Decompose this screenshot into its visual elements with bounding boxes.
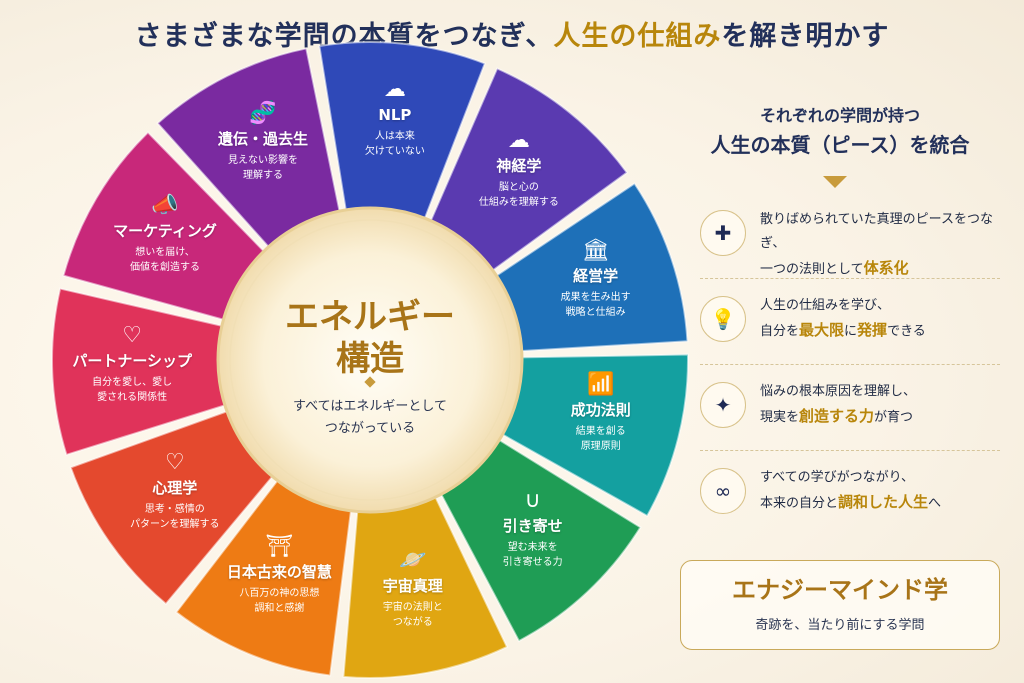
segment-title: パートナーシップ bbox=[72, 352, 193, 371]
benefit-line2-mid: に bbox=[844, 324, 858, 339]
segment-description: 見えない影響を 理解する bbox=[227, 155, 298, 182]
divider bbox=[700, 450, 1000, 451]
benefit-highlight-2: 発揮 bbox=[857, 321, 888, 339]
segment-title: 日本古来の智慧 bbox=[226, 563, 332, 582]
benefit-line1: 悩みの根本原因を理解し、 bbox=[760, 384, 917, 399]
divider bbox=[700, 278, 1000, 279]
segment-description: 成果を生み出す 戦略と仕組み bbox=[560, 292, 631, 319]
torii-icon: ⛩ bbox=[265, 534, 294, 560]
brain-icon: ☁ bbox=[507, 128, 530, 154]
segment-description: 宇宙の法則と つながる bbox=[382, 602, 443, 629]
segment-label: 📣 マーケティング想いを届け、 価値を創造する bbox=[100, 193, 230, 275]
brand-box bbox=[680, 560, 1000, 650]
segment-label: 🪐 宇宙真理宇宙の法則と つながる bbox=[348, 548, 478, 630]
headline-part3: を解き明かす bbox=[721, 21, 890, 52]
divider bbox=[700, 364, 1000, 365]
headline-highlight: 人生の仕組み bbox=[553, 21, 722, 52]
couple-heart-icon: ♡ bbox=[122, 323, 143, 349]
segment-description: 結果を創る 原理原則 bbox=[575, 426, 626, 453]
right-panel-heading: それぞれの学問が持つ 人生の本質（ピース）を統合 bbox=[680, 104, 1000, 162]
brain-icon: ☁ bbox=[383, 77, 406, 103]
segment-description: 人は本来 欠けていない bbox=[364, 131, 425, 158]
benefit-line1: 散りばめられていた真理のピースをつなぎ、 bbox=[760, 212, 993, 251]
benefit-line2: 自分を bbox=[760, 324, 800, 339]
segment-title: 心理学 bbox=[152, 479, 198, 498]
benefit-highlight: 体系化 bbox=[863, 259, 909, 277]
brand-tagline: 奇跡を、当たり前にする学問 bbox=[755, 618, 925, 633]
center-circle bbox=[216, 206, 524, 514]
segment-title: 神経学 bbox=[496, 157, 542, 176]
center-sub-line1: すべてはエネルギーとして bbox=[293, 399, 447, 414]
segment-description: 八百万の神の思想 調和と感謝 bbox=[239, 588, 320, 615]
right-heading-line2: 人生の本質（ピース）を統合 bbox=[710, 133, 970, 157]
infinity-icon: ∞ bbox=[700, 468, 746, 514]
segment-title: マーケティング bbox=[113, 222, 217, 241]
segment-description: 想いを届け、 価値を創造する bbox=[130, 247, 201, 274]
benefit-item: ∞ すべての学びがつながり、 本来の自分と調和した人生へ bbox=[700, 462, 1010, 522]
bank-icon: 🏛 bbox=[581, 238, 610, 264]
benefit-line2: 本来の自分と bbox=[760, 496, 839, 511]
benefit-highlight: 調和した人生 bbox=[838, 493, 929, 511]
segment-label: ♡ 心理学思考・感情の パターンを理解する bbox=[110, 450, 240, 532]
segment-title: 引き寄せ bbox=[502, 516, 563, 535]
segment-label: ♡ パートナーシップ自分を愛し、愛し 愛される関係性 bbox=[67, 323, 197, 405]
benefit-line2: 一つの法則として bbox=[760, 262, 864, 277]
center-ring bbox=[229, 219, 511, 501]
segment-label: 🏛 経営学成果を生み出す 戦略と仕組み bbox=[531, 238, 661, 320]
lightbulb-icon: 💡 bbox=[700, 296, 746, 342]
puzzle-icon: ✚ bbox=[700, 210, 746, 256]
segment-description: 望む未来を 引き寄せる力 bbox=[502, 541, 563, 568]
brand-title: エナジーマインド学 bbox=[732, 575, 948, 604]
center-title-line1: エネルギー bbox=[285, 297, 455, 337]
growth-chart-icon: 📶 bbox=[587, 372, 615, 398]
center-title: エネルギー 構造 bbox=[245, 296, 495, 380]
mind-heart-icon: ♡ bbox=[164, 450, 185, 476]
segment-title: 成功法則 bbox=[570, 401, 631, 420]
star-person-icon: ✦ bbox=[700, 382, 746, 428]
magnet-icon: ∪ bbox=[524, 487, 541, 513]
segment-description: 脳と心の 仕組みを理解する bbox=[478, 182, 559, 209]
segment-label: ☁ 神経学脳と心の 仕組みを理解する bbox=[454, 128, 584, 210]
segment-description: 自分を愛し、愛し 愛される関係性 bbox=[92, 377, 173, 404]
planet-icon: 🪐 bbox=[399, 548, 427, 574]
segment-title: 経営学 bbox=[573, 267, 619, 286]
segment-label: ∪ 引き寄せ望む未来を 引き寄せる力 bbox=[468, 488, 598, 570]
chevron-down-icon bbox=[823, 176, 847, 188]
benefit-line2-mid: へ bbox=[928, 496, 942, 511]
benefit-line2-post: できる bbox=[887, 324, 926, 339]
benefit-line2: 現実を bbox=[760, 410, 800, 425]
benefit-highlight: 創造する力 bbox=[799, 407, 875, 425]
segment-label: 🧬 遺伝・過去生見えない影響を 理解する bbox=[198, 101, 328, 183]
benefit-item: 💡 人生の仕組みを学び、 自分を最大限に発揮できる bbox=[700, 290, 1010, 350]
segment-title: NLP bbox=[378, 106, 412, 125]
benefit-item: ✦ 悩みの根本原因を理解し、 現実を創造する力が育つ bbox=[700, 376, 1010, 436]
benefit-item: ✚ 散りばめられていた真理のピースをつなぎ、 一つの法則として体系化 bbox=[700, 204, 1010, 277]
segment-label: 📶 成功法則結果を創る 原理原則 bbox=[536, 372, 666, 454]
megaphone-icon: 📣 bbox=[151, 193, 179, 219]
dna-icon: 🧬 bbox=[249, 101, 277, 127]
benefit-highlight: 最大限 bbox=[799, 321, 845, 339]
segment-label: ☁ NLP 人は本来 欠けていない bbox=[330, 77, 460, 159]
benefit-line1: 人生の仕組みを学び、 bbox=[760, 298, 891, 313]
center-title-line2: 構造 bbox=[336, 339, 404, 379]
segment-title: 宇宙真理 bbox=[382, 577, 443, 596]
center-subtitle: すべてはエネルギーとして つながっている bbox=[260, 396, 480, 440]
segment-title: 遺伝・過去生 bbox=[217, 130, 308, 149]
segment-description: 思考・感情の パターンを理解する bbox=[130, 504, 220, 531]
headline: さまざまな学問の本質をつなぎ、人生の仕組みを解き明かす bbox=[0, 14, 1024, 53]
segment-label: ⛩ 日本古来の智慧八百万の神の思想 調和と感謝 bbox=[214, 534, 344, 616]
benefit-line1: すべての学びがつながり、 bbox=[760, 470, 915, 485]
center-sub-line2: つながっている bbox=[324, 421, 416, 436]
right-heading-line1: それぞれの学問が持つ bbox=[759, 106, 920, 125]
benefit-line2-mid: が育つ bbox=[874, 410, 914, 425]
